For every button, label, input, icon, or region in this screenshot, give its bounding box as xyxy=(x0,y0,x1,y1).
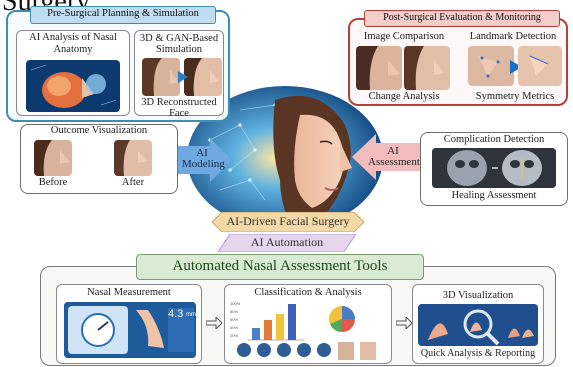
hero-ai-head-image xyxy=(180,80,390,230)
post-surgical-title-tab xyxy=(364,10,560,27)
tick-label: 40% xyxy=(230,325,239,330)
complication-title: Complication Detection xyxy=(443,134,545,145)
bar-chart-icon xyxy=(246,300,306,342)
tick-labels: 100% 80% 60% 40% 20% xyxy=(230,300,246,340)
simulation-label: 3D & GAN-Based Simulation xyxy=(139,33,219,55)
ai-modeling-label: AI Modeling xyxy=(182,147,225,170)
after-face xyxy=(114,140,152,176)
tick-label: 60% xyxy=(230,317,239,322)
visualization-label: 3D Visualization xyxy=(442,290,514,301)
tools-title: Automated Nasal Assessment Tools xyxy=(172,258,388,274)
skull-scan-image xyxy=(432,148,556,188)
simulation-arrow-icon xyxy=(178,70,188,83)
tick-label: 80% xyxy=(230,309,239,314)
measurement-unit: mm xyxy=(186,312,196,318)
pie-chart-icon xyxy=(322,304,362,334)
nose-models-image xyxy=(418,304,538,346)
symmetry-metrics-label: Symmetry Metrics xyxy=(475,91,555,102)
profile-heads-icon xyxy=(234,342,384,360)
before-label: Before xyxy=(38,177,68,188)
landmark-arrow-icon xyxy=(510,60,522,74)
quick-analysis-label: Quick Analysis & Reporting xyxy=(420,348,536,359)
measurement-value: 4.3 xyxy=(168,308,184,320)
before-face xyxy=(34,140,72,176)
comparison-face-left xyxy=(356,46,402,90)
landmark-detection-label: Landmark Detection xyxy=(469,31,557,42)
tick-label: 100% xyxy=(230,301,241,306)
flow-arrow-icon xyxy=(395,315,413,331)
tick-label: 20% xyxy=(230,333,239,338)
ai-assessment-label: AI Assessment xyxy=(368,145,420,168)
change-analysis-label: Change Analysis xyxy=(368,91,440,102)
ai-assessment-arrow xyxy=(352,134,422,180)
ai-analysis-label: AI Analysis of Nasal Anatomy xyxy=(29,32,117,55)
landmark-face-left xyxy=(468,46,514,86)
pre-surgical-title-tab xyxy=(30,6,216,24)
simulation-face-left xyxy=(142,58,180,96)
pre-surgical-title: Pre-Surgical Planning & Simulation xyxy=(47,8,199,19)
classification-label: Classification & Analysis xyxy=(254,287,362,298)
brain-nose-image xyxy=(26,60,120,112)
post-surgical-title: Post-Surgical Evaluation & Monitoring xyxy=(383,12,541,23)
after-label: After xyxy=(121,177,145,188)
image-comparison-label: Image Comparison xyxy=(363,31,445,42)
reconstructed-label: 3D Reconstructed Face xyxy=(141,97,217,119)
simulation-face-right xyxy=(184,58,222,96)
ai-driven-banner xyxy=(211,211,365,233)
measurement-screen xyxy=(64,302,196,358)
ai-modeling-arrow xyxy=(172,138,232,182)
nasal-measurement-label: Nasal Measurement xyxy=(87,287,171,298)
banner-label: AI-Driven Facial Surgery xyxy=(226,214,350,228)
comparison-face-right xyxy=(404,46,450,90)
healing-label: Healing Assessment xyxy=(451,190,537,201)
tools-title-tab xyxy=(136,254,424,280)
automation-label: AI Automation xyxy=(250,235,324,249)
landmark-face-right xyxy=(518,46,562,86)
ai-automation-tag xyxy=(217,233,357,253)
outcome-title: Outcome Visualization xyxy=(50,125,148,136)
flow-arrow-icon xyxy=(205,315,223,331)
